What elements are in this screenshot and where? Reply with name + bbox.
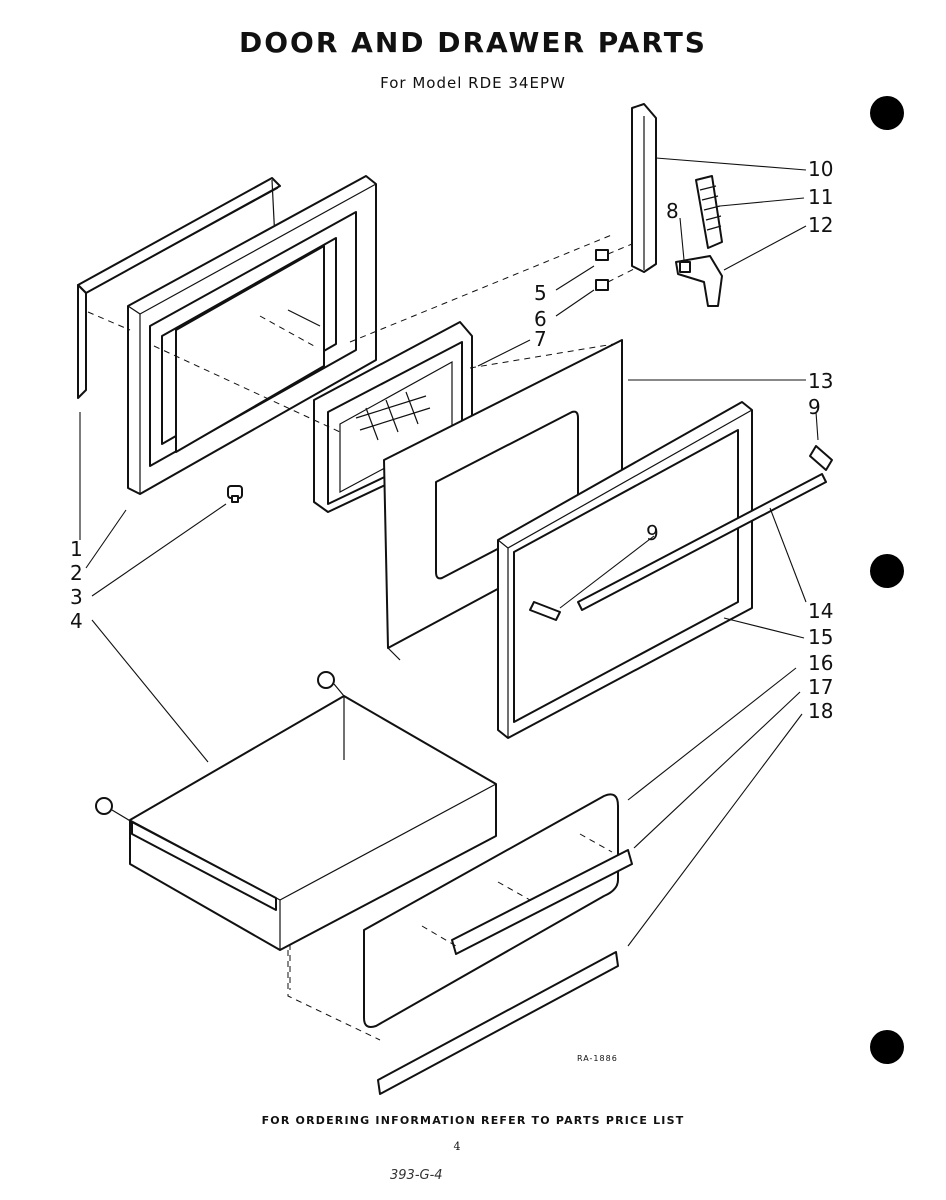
callout-10: 10 xyxy=(808,157,833,181)
callout-11: 11 xyxy=(808,185,833,209)
drawer-body-part xyxy=(95,671,497,1041)
callout-5: 5 xyxy=(534,281,547,305)
callout-13: 13 xyxy=(808,369,833,393)
callout-labels: 1 2 3 4 5 6 7 8 9 9 10 11 12 13 14 15 16… xyxy=(70,157,833,723)
binder-hole-top xyxy=(870,96,904,130)
callout-1: 1 xyxy=(70,537,83,561)
inner-door-liner-part xyxy=(383,339,623,661)
page-title: DOOR AND DRAWER PARTS xyxy=(239,26,707,59)
binder-hole-bottom xyxy=(870,1030,904,1064)
assembly-lines xyxy=(87,233,637,990)
ordering-note: FOR ORDERING INFORMATION REFER TO PARTS … xyxy=(261,1114,685,1127)
door-hinge-assembly-part xyxy=(595,103,723,307)
callout-6: 6 xyxy=(534,307,547,331)
door-handle-rod-part xyxy=(529,445,833,621)
binder-hole-middle xyxy=(870,554,904,588)
outer-door-panel-part xyxy=(127,175,377,495)
drawer-trim-part xyxy=(377,951,619,1095)
door-gasket-part xyxy=(77,177,281,399)
callout-12: 12 xyxy=(808,213,833,237)
handwritten-code: 393-G-4 xyxy=(390,1168,443,1183)
callout-9-clip: 9 xyxy=(646,521,659,545)
drawer-front-part xyxy=(363,793,633,1028)
callout-2: 2 xyxy=(70,561,83,585)
drawing-reference-code: RA-1886 xyxy=(577,1054,618,1063)
callout-4: 4 xyxy=(70,609,83,633)
callout-17: 17 xyxy=(808,675,833,699)
model-subtitle: For Model RDE 34EPW xyxy=(380,74,566,92)
callout-18: 18 xyxy=(808,699,833,723)
callout-8: 8 xyxy=(666,199,679,223)
leader-lines xyxy=(79,157,819,947)
callout-9-hinge: 9 xyxy=(808,395,821,419)
page-number: 4 xyxy=(453,1140,461,1153)
callout-7: 7 xyxy=(534,327,547,351)
callout-3: 3 xyxy=(70,585,83,609)
screw-part xyxy=(227,485,243,503)
callout-14: 14 xyxy=(808,599,833,623)
callout-16: 16 xyxy=(808,651,833,675)
callout-15: 15 xyxy=(808,625,833,649)
